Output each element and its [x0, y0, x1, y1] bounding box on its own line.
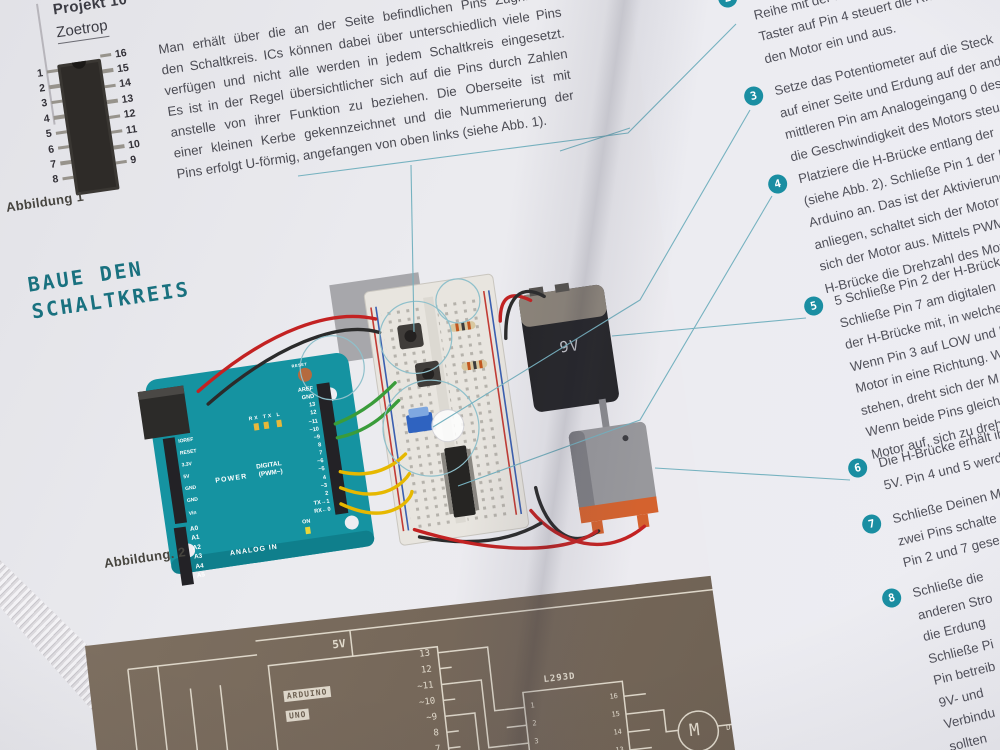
step-number-badge: 4	[766, 172, 790, 196]
analog-header	[173, 526, 194, 586]
step-number-badge: 2	[716, 0, 740, 10]
power-header	[162, 437, 188, 525]
usb-port	[131, 385, 191, 441]
step-number-badge: 8	[880, 586, 904, 610]
motor-base	[578, 496, 659, 524]
step-number-badge: 5	[802, 294, 826, 318]
step-number-badge: 6	[846, 456, 870, 480]
arduino-board	[131, 353, 375, 586]
step-number-badge: 3	[742, 84, 766, 108]
step-number-badge: 7	[860, 512, 884, 536]
on-led	[304, 526, 311, 535]
digital-header	[316, 382, 349, 515]
